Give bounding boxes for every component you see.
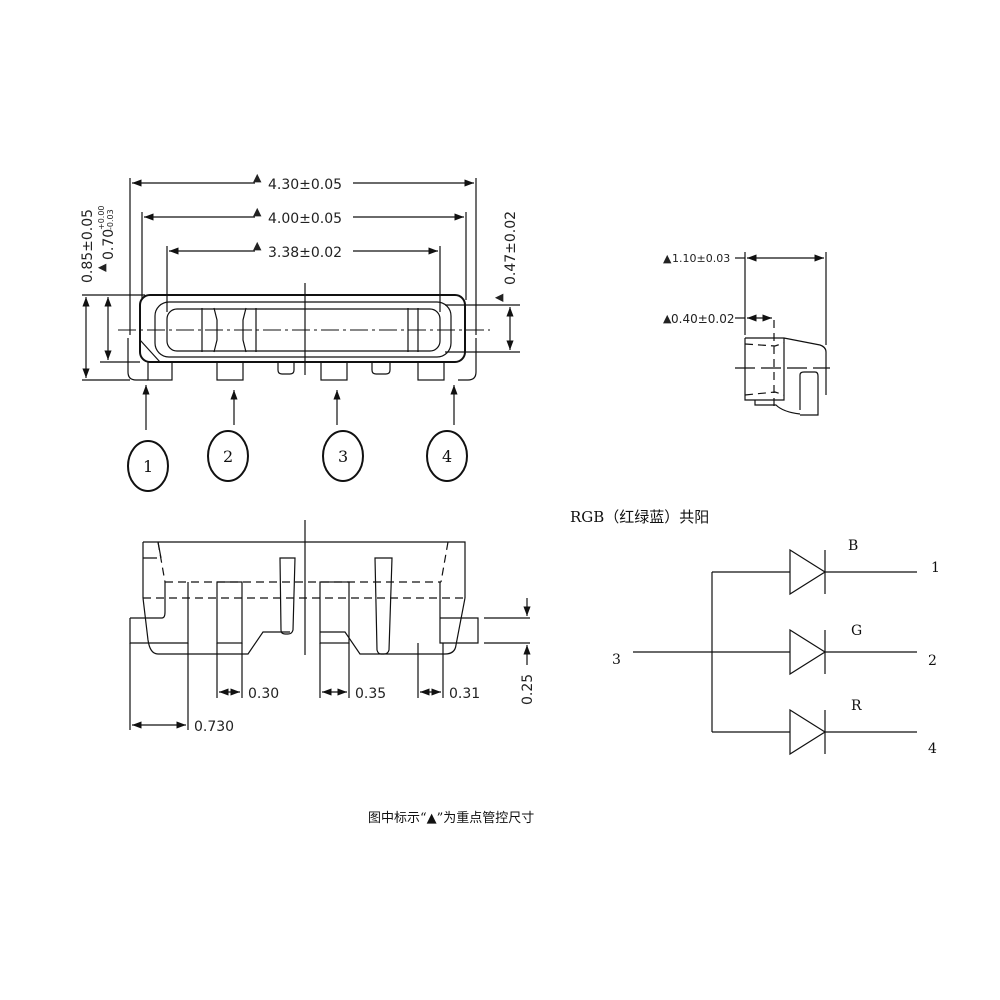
footer-note: 图中标示“▲”为重点管控尺寸 [368, 810, 534, 826]
schematic: RGB（红绿蓝）共阳 3 B 1 G 2 R 4 [570, 508, 940, 757]
key-marker: ▲ [663, 312, 672, 325]
svg-text:G: G [851, 623, 862, 639]
common-pin-label: 3 [612, 652, 621, 668]
svg-text:1: 1 [931, 560, 940, 576]
pin-label-4: 4 [426, 430, 468, 482]
svg-text:4: 4 [442, 447, 452, 466]
dim-total-height: 0.85±0.05 [80, 209, 96, 283]
svg-text:-0.03: -0.03 [106, 209, 115, 230]
pin-label-1: 1 [127, 440, 169, 492]
diode-r: R 4 [712, 698, 937, 757]
bottom-view: 0.30 0.35 0.31 0.730 0.25 [129, 520, 536, 735]
svg-text:3: 3 [338, 447, 348, 466]
diode-b: B 1 [712, 538, 940, 596]
svg-text:+0.00: +0.00 [97, 205, 106, 230]
key-marker: ▲ [253, 205, 262, 218]
schematic-title: RGB（红绿蓝）共阳 [570, 508, 709, 526]
svg-text:2: 2 [928, 653, 937, 669]
svg-text:4: 4 [928, 741, 937, 757]
key-marker: ▲ [95, 263, 108, 272]
dim-pad-c: 0.31 [449, 686, 480, 702]
svg-text:B: B [848, 538, 858, 554]
dim-pad-height: 0.25 [520, 674, 536, 705]
dim-body-length: 4.00±0.05 [268, 211, 342, 227]
key-marker: ▲ [253, 239, 262, 252]
dim-pitch: 0.730 [194, 719, 234, 735]
dim-window-length: 3.38±0.02 [268, 245, 342, 261]
svg-text:1: 1 [143, 457, 153, 476]
key-marker: ▲ [663, 252, 672, 265]
svg-text:R: R [851, 698, 862, 714]
pin-label-3: 3 [322, 430, 364, 482]
dim-body-height: 0.70 +0.00 -0.03 [97, 205, 117, 260]
dim-depth: 1.10±0.03 [672, 252, 730, 265]
dim-lens-depth: 0.40±0.02 [671, 312, 735, 326]
key-marker: ▲ [492, 293, 505, 302]
top-view: ▲ 4.30±0.05 ▲ 4.00±0.05 ▲ 3.38±0.02 0.85… [80, 171, 520, 492]
diode-g: G 2 [712, 623, 937, 676]
pin-label-2: 2 [207, 430, 249, 482]
dim-pad-a: 0.30 [248, 686, 279, 702]
side-view: ▲ 1.10±0.03 ▲ 0.40±0.02 [663, 252, 830, 416]
dim-overall-length: 4.30±0.05 [268, 177, 342, 193]
svg-text:2: 2 [223, 447, 233, 466]
key-marker: ▲ [253, 171, 262, 184]
pads [147, 361, 445, 381]
dim-window-height: 0.47±0.02 [503, 211, 519, 285]
svg-text:0.70: 0.70 [101, 229, 117, 260]
dim-pad-b: 0.35 [355, 686, 386, 702]
